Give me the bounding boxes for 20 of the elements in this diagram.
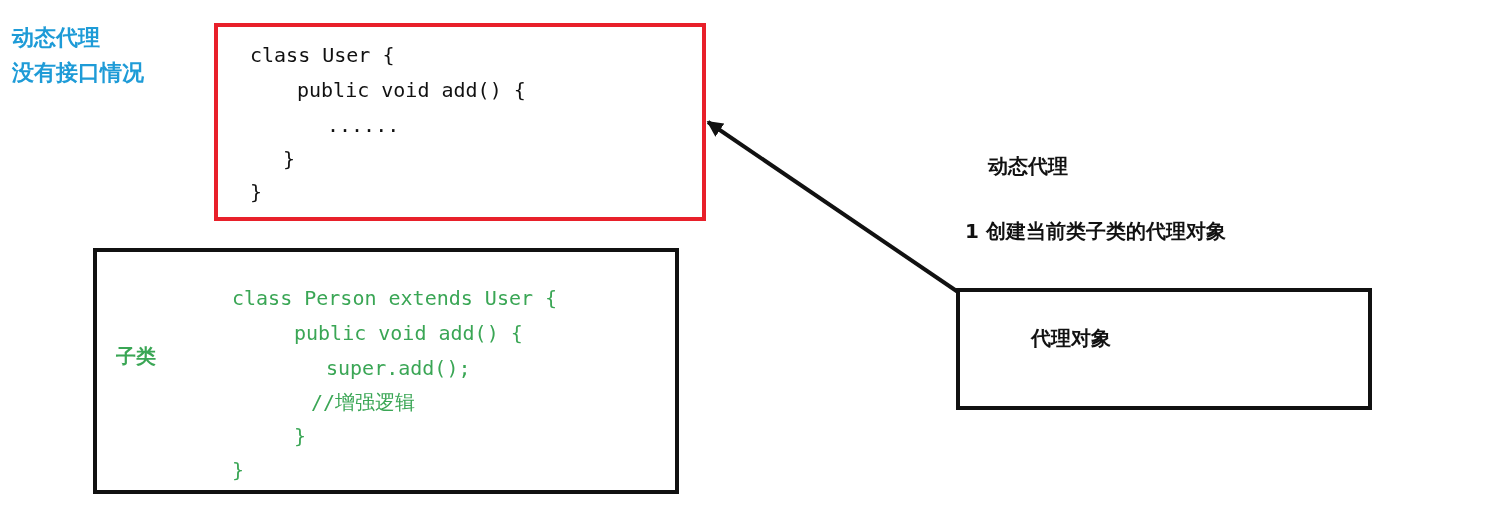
code-box	[214, 23, 706, 221]
heading-text: 没有接口情况	[12, 59, 144, 87]
code-line: }	[294, 424, 307, 448]
code-line: public void add() {	[294, 321, 523, 345]
code-line: ......	[327, 113, 400, 137]
code-line: super.add();	[326, 356, 471, 380]
code-line: }	[250, 180, 263, 204]
note-text: 动态代理	[988, 153, 1068, 180]
code-line: class Person extends User {	[232, 286, 558, 310]
code-line: }	[232, 458, 245, 482]
code-line: //增强逻辑	[311, 390, 416, 414]
text-label: 代理对象	[1031, 326, 1111, 350]
code-line: public void add() {	[297, 78, 526, 102]
code-line: }	[283, 147, 296, 171]
code-box	[93, 248, 679, 494]
heading-text: 动态代理	[12, 24, 100, 52]
process-box	[956, 288, 1372, 410]
note-text: 1 创建当前类子类的代理对象	[965, 218, 1226, 245]
code-line: class User {	[250, 43, 395, 67]
text-label: 子类	[116, 344, 156, 368]
